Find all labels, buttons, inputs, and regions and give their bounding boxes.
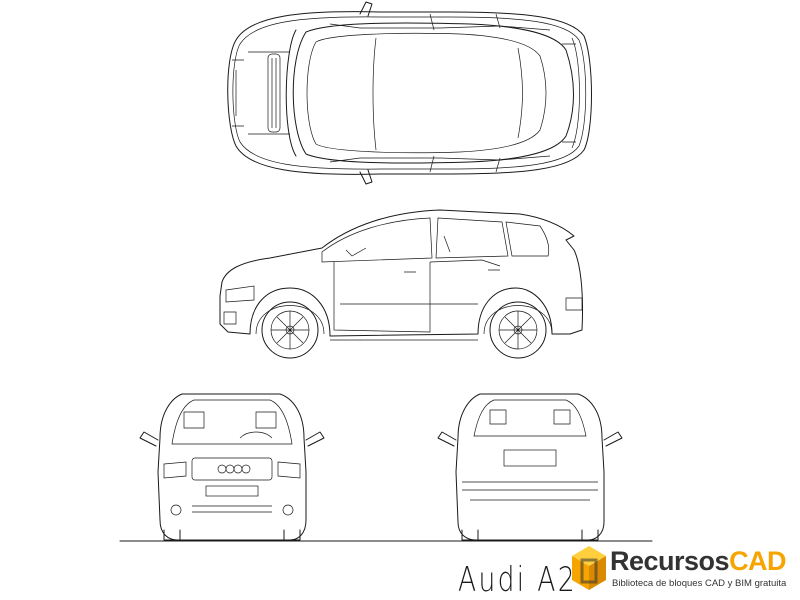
car-top-view: [227, 1, 592, 185]
watermark-logo[interactable]: RecursosCAD Biblioteca de bloques CAD y …: [570, 540, 800, 600]
drawing-title: Audi A2: [458, 560, 577, 600]
watermark-brand: RecursosCAD: [610, 546, 787, 577]
car-front-view: [139, 393, 325, 541]
car-side-view: [219, 209, 584, 359]
cube-logo-icon: [572, 546, 606, 590]
brand-part1: Recursos: [610, 546, 730, 576]
car-rear-view: [437, 393, 623, 541]
brand-part2: CAD: [729, 546, 787, 576]
watermark-tagline: Biblioteca de bloques CAD y BIM gratuita: [612, 578, 787, 589]
